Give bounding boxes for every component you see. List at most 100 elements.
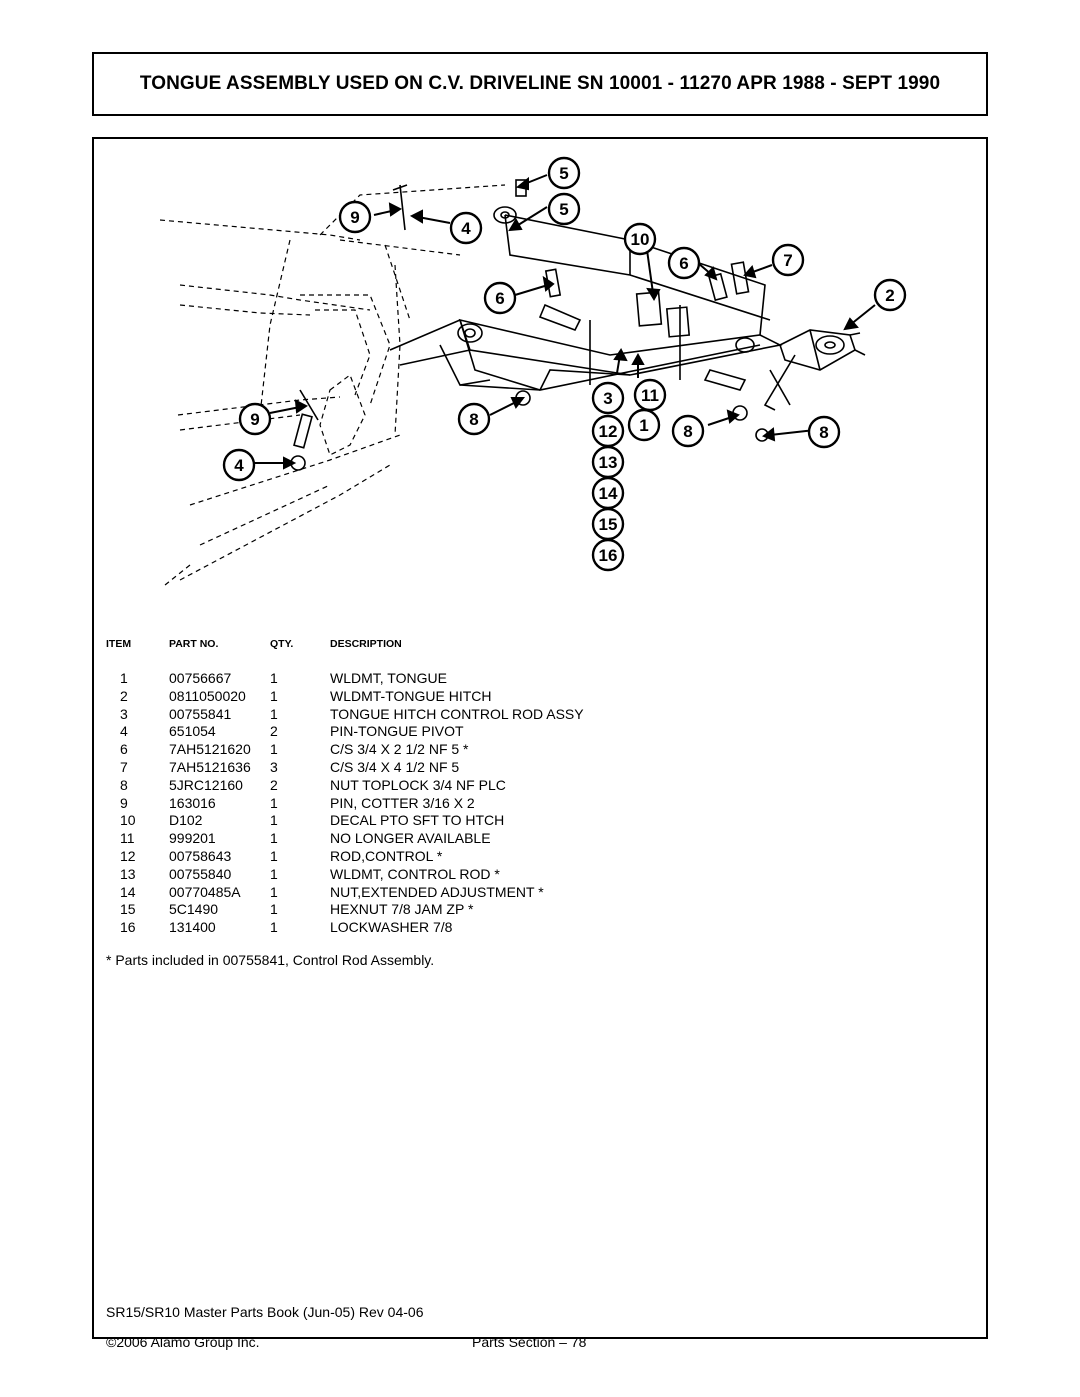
quantity: 1 (270, 847, 278, 864)
description: NO LONGER AVAILABLE (330, 830, 491, 847)
item-number: 13 (120, 865, 136, 882)
part-number: 00756667 (169, 670, 232, 686)
callout-label: 12 (599, 422, 618, 441)
description: ROD,CONTROL * (330, 847, 443, 864)
header-part-no: PART NO. (169, 638, 219, 650)
footer-page-number: Parts Section – 78 (472, 1334, 587, 1350)
item-number: 9 (120, 794, 128, 811)
item-number: 7 (120, 758, 128, 775)
part-number: 00770485A (169, 883, 241, 900)
parts-footnote: * Parts included in 00755841, Control Ro… (106, 952, 435, 968)
callout-4: 4 (222, 448, 256, 482)
description: C/S 3/4 X 2 1/2 NF 5 * (330, 741, 469, 758)
quantity: 1 (270, 670, 278, 686)
quantity: 1 (270, 883, 278, 900)
quantity: 1 (270, 705, 278, 722)
item-number: 14 (120, 883, 136, 900)
part-number: 651054 (169, 723, 216, 740)
callout-9: 9 (238, 402, 272, 436)
callout-label: 4 (461, 219, 471, 238)
item-number: 3 (120, 705, 128, 722)
callout-label: 13 (599, 453, 618, 472)
item-number: 2 (120, 687, 128, 704)
callout-8: 8 (807, 415, 841, 449)
description: C/S 3/4 X 4 1/2 NF 5 (330, 758, 460, 775)
callout-3: 3 (591, 381, 625, 415)
content-frame (92, 137, 988, 1339)
quantity: 1 (270, 830, 278, 847)
tongue-weldment (389, 206, 783, 391)
description: WLDMT, CONTROL ROD * (330, 865, 500, 882)
title-box: TONGUE ASSEMBLY USED ON C.V. DRIVELINE S… (92, 52, 988, 116)
part-number: 00758643 (169, 847, 232, 864)
quantity: 1 (270, 812, 278, 829)
callout-6: 6 (483, 281, 517, 315)
part-number: 999201 (169, 830, 216, 847)
page-title: TONGUE ASSEMBLY USED ON C.V. DRIVELINE S… (139, 73, 941, 94)
callout-2: 2 (873, 278, 907, 312)
callout-label: 15 (599, 515, 618, 534)
callout-label: 16 (599, 546, 618, 565)
item-number: 12 (120, 847, 136, 864)
part-number: 163016 (169, 794, 216, 811)
quantity: 1 (270, 901, 278, 918)
callout-label: 8 (683, 422, 692, 441)
callout-label: 1 (639, 416, 648, 435)
callout-label: 9 (250, 410, 259, 429)
callout-label: 4 (234, 456, 244, 475)
callout-label: 8 (819, 423, 828, 442)
callout-12: 12 (591, 414, 625, 448)
quantity: 1 (270, 794, 278, 811)
callout-label: 5 (559, 200, 568, 219)
callout-5: 5 (547, 192, 581, 226)
callout-8: 8 (457, 402, 491, 436)
callout-label: 5 (559, 164, 568, 183)
header-qty: QTY. (270, 638, 294, 650)
callout-label: 3 (603, 389, 612, 408)
quantity: 1 (270, 741, 278, 758)
item-number: 11 (120, 830, 135, 847)
quantity: 1 (270, 687, 278, 704)
header-item: ITEM (106, 638, 132, 650)
item-number: 16 (120, 919, 136, 936)
item-number: 15 (120, 901, 136, 918)
callout-10: 10 (623, 222, 657, 256)
callout-4: 4 (449, 211, 483, 245)
callout-label: 7 (783, 251, 792, 270)
quantity: 3 (270, 758, 278, 775)
part-number: 7AH5121620 (169, 741, 251, 758)
quantity: 2 (270, 723, 278, 740)
part-number: 5JRC12160 (169, 776, 243, 793)
quantity: 1 (270, 919, 278, 936)
quantity: 1 (270, 865, 278, 882)
item-number: 6 (120, 741, 128, 758)
part-number: 5C1490 (169, 901, 219, 918)
callout-16: 16 (591, 538, 625, 572)
quantity: 2 (270, 776, 278, 793)
part-number: 7AH5121636 (169, 758, 251, 775)
callout-8: 8 (671, 414, 705, 448)
part-number: 00755841 (169, 705, 232, 722)
description: PIN, COTTER 3/16 X 2 (330, 794, 475, 811)
description: WLDMT, TONGUE (330, 670, 447, 686)
part-number: D102 (169, 812, 203, 829)
description: LOCKWASHER 7/8 (330, 919, 453, 936)
part-number: 0811050020 (169, 687, 246, 704)
callout-label: 8 (469, 410, 478, 429)
leader-arrows (255, 174, 876, 470)
callout-label: 2 (885, 286, 894, 305)
item-number: 10 (120, 812, 136, 829)
bolts (290, 179, 769, 471)
callout-5: 5 (547, 156, 581, 190)
callout-6: 6 (667, 246, 701, 280)
description: TONGUE HITCH CONTROL ROD ASSY (330, 705, 584, 722)
part-number: 131400 (169, 919, 216, 936)
callout-label: 6 (495, 289, 504, 308)
header-description: DESCRIPTION (330, 638, 402, 650)
callout-9: 9 (338, 200, 372, 234)
callout-label: 11 (641, 386, 659, 405)
item-number: 4 (120, 723, 128, 740)
description: HEXNUT 7/8 JAM ZP * (330, 901, 474, 918)
description: WLDMT-TONGUE HITCH (330, 687, 492, 704)
